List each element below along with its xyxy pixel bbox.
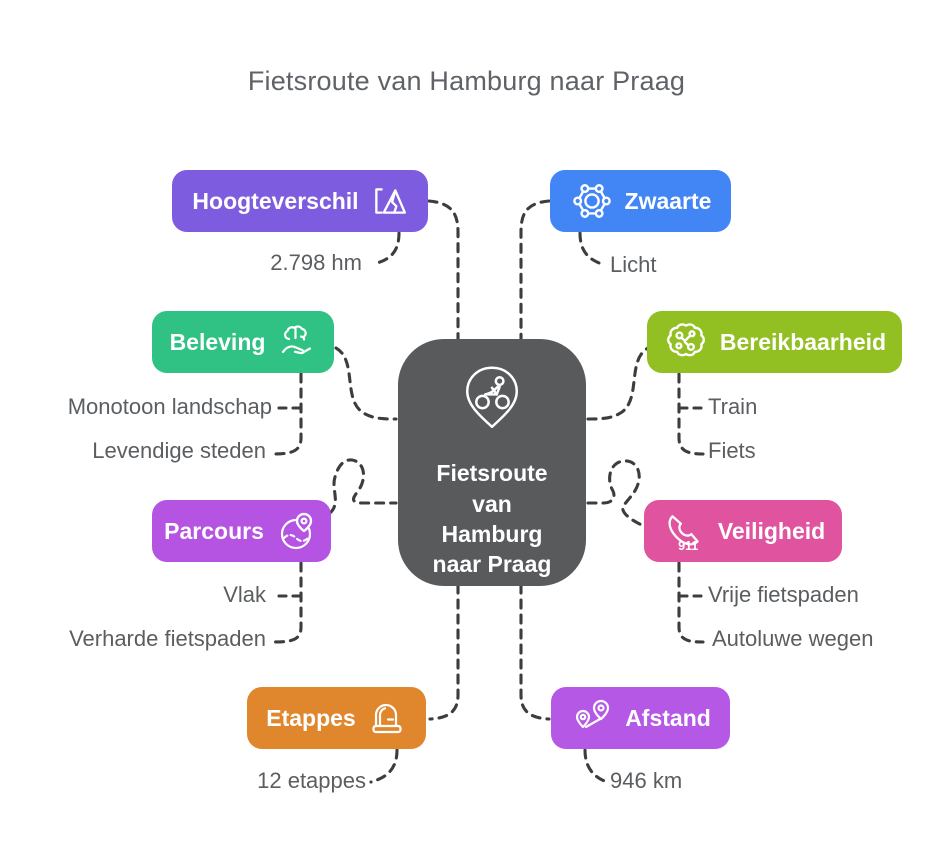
connector-center-etappes	[428, 583, 460, 721]
node-parcours[interactable]: Parcours	[152, 500, 331, 562]
connector-center-bereikbaarheid	[586, 346, 650, 421]
connector-zwaarte-licht	[578, 231, 607, 267]
sub-label-parcours-vlak: Vlak	[223, 582, 266, 607]
node-afstand[interactable]: Afstand	[551, 687, 730, 749]
node-veiligheid[interactable]: 911 Veiligheid	[644, 500, 842, 562]
sub-label-beleving-levendige: Levendige steden	[92, 438, 266, 463]
sub-label-veiligheid-vrije: Vrije fietspaden	[708, 582, 859, 607]
sub-label-parcours-verharde: Verharde fietspaden	[69, 626, 266, 651]
gate-icon	[367, 698, 407, 738]
sub-label-afstand-946km: 946 km	[610, 768, 683, 793]
node-label: Afstand	[625, 704, 711, 731]
center-label-line: van	[472, 490, 512, 517]
brain-hand-icon	[276, 322, 316, 362]
connector-zwaarte-center	[519, 199, 551, 342]
sub-label-hoogteverschil-hm: 2.798 hm	[270, 250, 362, 275]
connector-parcours-center	[328, 458, 398, 515]
connector-center-afstand	[519, 583, 551, 721]
center-label-line: naar Praag	[432, 551, 552, 578]
node-beleving[interactable]: Beleving	[152, 311, 334, 373]
connector-center-veiligheid	[586, 459, 648, 529]
node-label: Veiligheid	[717, 517, 826, 544]
connector-bereikbaarheid-fiets	[677, 372, 705, 456]
sub-label-veiligheid-autoluwe: Autoluwe wegen	[712, 626, 874, 651]
node-hoogteverschil[interactable]: Hoogteverschil	[172, 170, 428, 232]
sub-label-bereikbaarheid-train: Train	[708, 394, 758, 419]
sub-label-beleving-monotoon: Monotoon landschap	[67, 394, 272, 419]
node-bereikbaarheid[interactable]: Bereikbaarheid	[647, 311, 902, 373]
connector-hoogteverschil-center	[427, 199, 460, 342]
brain-network-icon	[663, 319, 709, 365]
connector-beleving-center	[334, 346, 398, 421]
phone-911-icon: 911	[661, 510, 707, 552]
distance-pins-icon	[570, 698, 614, 738]
connector-afstand-946km	[583, 748, 609, 784]
connector-parcours-verharde	[271, 561, 303, 644]
connector-hoogteverschil-hm	[371, 231, 401, 266]
node-label: Zwaarte	[624, 187, 712, 214]
node-label: Bereikbaarheid	[719, 328, 887, 355]
connector-etappes-12etappes	[369, 748, 399, 784]
connector-beleving-levendige	[271, 372, 303, 456]
sub-label-zwaarte-licht: Licht	[610, 252, 657, 277]
node-zwaarte[interactable]: Zwaarte	[550, 170, 731, 232]
node-label: Hoogteverschil	[192, 187, 359, 214]
page-title: Fietsroute van Hamburg naar Praag	[247, 66, 686, 96]
phone-911-label: 911	[678, 539, 698, 552]
connector-veiligheid-autoluwe	[677, 561, 705, 644]
center-node[interactable]: Fietsroute van Hamburg naar Praag	[398, 339, 586, 586]
altitude-icon	[370, 182, 408, 220]
center-label-line: Fietsroute	[436, 460, 548, 487]
node-label: Etappes	[266, 704, 356, 731]
gear-icon	[570, 179, 614, 223]
cyclist-pin-icon	[455, 363, 529, 450]
route-pin-icon	[275, 509, 319, 553]
center-label-line: Hamburg	[441, 521, 543, 548]
node-label: Beleving	[169, 328, 266, 355]
node-label: Parcours	[164, 517, 264, 544]
sub-label-etappes-12: 12 etappes	[257, 768, 366, 793]
node-etappes[interactable]: Etappes	[247, 687, 426, 749]
sub-label-bereikbaarheid-fiets: Fiets	[708, 438, 756, 463]
